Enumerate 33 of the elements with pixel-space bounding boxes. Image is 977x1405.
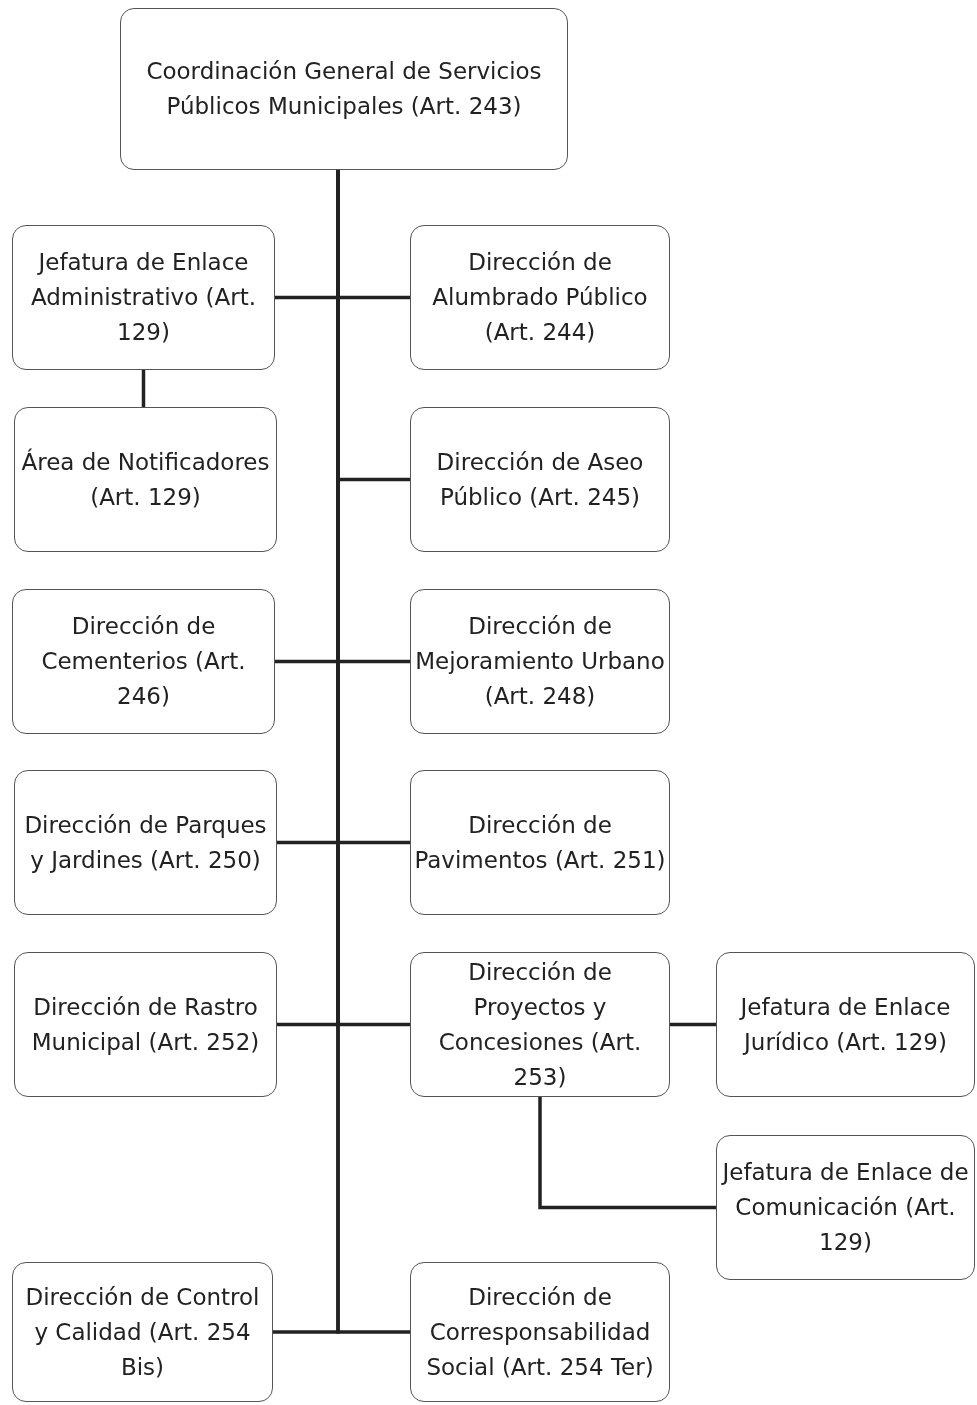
department-box xyxy=(716,952,975,1097)
department-box xyxy=(12,1262,273,1402)
department-name: Dirección de Proyectos y Concesiones (Art. 253) xyxy=(437,957,643,1092)
department-box xyxy=(12,589,275,734)
department-box xyxy=(14,952,277,1097)
department-box xyxy=(12,225,275,370)
department-name: Dirección de Corresponsabilidad Social (Art. 254 Ter) xyxy=(425,1282,655,1382)
department-box xyxy=(410,1262,670,1402)
department-name: Dirección de Parques y Jardines (Art. 250) xyxy=(23,810,268,875)
department-name: Dirección de Alumbrado Público (Art. 244) xyxy=(431,248,649,347)
department-name: Dirección de Aseo Público (Art. 245) xyxy=(435,447,645,512)
department-name: Área de Notificadores (Art. 129) xyxy=(20,447,271,512)
connector-line xyxy=(141,370,146,407)
department-box xyxy=(716,1135,975,1280)
department-box xyxy=(410,770,670,915)
connector-line xyxy=(670,1022,716,1027)
department-box xyxy=(410,589,670,734)
department-name: Dirección de Mejoramiento Urbano (Art. 248) xyxy=(414,612,666,711)
department-box xyxy=(410,225,670,370)
department-name: Jefatura de Enlace Jurídico (Art. 129) xyxy=(738,992,952,1057)
connector-line xyxy=(538,1097,716,1210)
department-name: Jefatura de Enlace Administrativo (Art. 129) xyxy=(29,248,258,347)
department-name: Coordinación General de Servicios Públicos Municipales (Art. 243) xyxy=(145,57,543,121)
department-box xyxy=(410,952,670,1097)
department-name: Dirección de Rastro Municipal (Art. 252) xyxy=(30,992,261,1057)
department-name: Jefatura de Enlace de Comunicación (Art. 129) xyxy=(720,1158,970,1257)
head-office-box xyxy=(120,8,568,170)
department-name: Dirección de Control y Calidad (Art. 254 Bis) xyxy=(24,1282,261,1382)
department-box xyxy=(410,407,670,552)
department-name: Dirección de Pavimentos (Art. 251) xyxy=(414,810,666,875)
department-box xyxy=(14,407,277,552)
department-name: Dirección de Cementerios (Art. 246) xyxy=(40,612,247,711)
department-box xyxy=(14,770,277,915)
